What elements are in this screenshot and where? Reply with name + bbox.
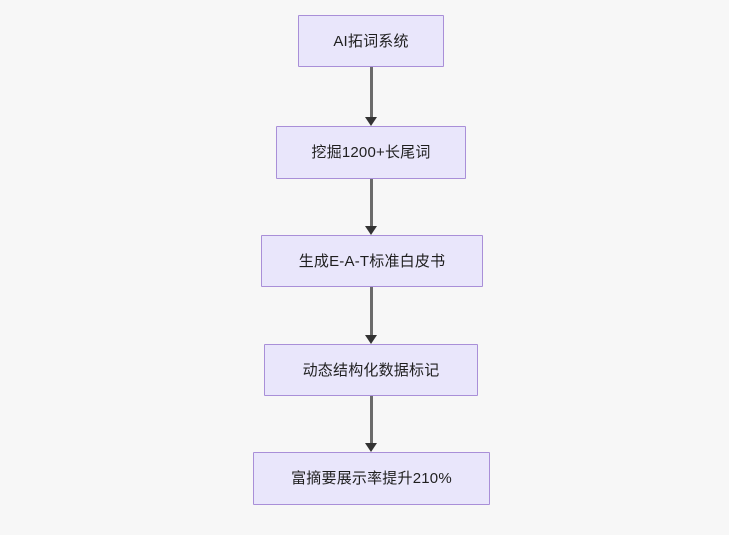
connector-line [369, 287, 373, 335]
connector-line [369, 67, 373, 117]
arrow-down-icon [365, 226, 377, 235]
arrow-down-icon [365, 443, 377, 452]
flowchart-node-label: AI拓词系统 [333, 32, 409, 50]
flowchart-node-label: 富摘要展示率提升210% [291, 470, 452, 487]
arrow-down-icon [365, 117, 377, 126]
flowchart-node-label: 动态结构化数据标记 [302, 361, 440, 379]
flowchart-node-ai-keyword-system[interactable]: AI拓词系统 [298, 15, 444, 67]
flowchart-node-dynamic-structured-data-markup[interactable]: 动态结构化数据标记 [264, 344, 478, 396]
flowchart-node-mine-longtail-keywords[interactable]: 挖掘1200+长尾词 [276, 126, 466, 179]
connector-line [369, 396, 373, 443]
connector-line [369, 179, 373, 226]
flowchart-node-generate-eat-whitepaper[interactable]: 生成E-A-T标准白皮书 [261, 235, 483, 287]
flowchart-node-label: 挖掘1200+长尾词 [311, 144, 431, 161]
flowchart-node-label: 生成E-A-T标准白皮书 [298, 252, 446, 270]
flowchart-node-rich-snippet-impression-uplift[interactable]: 富摘要展示率提升210% [253, 452, 490, 505]
arrow-down-icon [365, 335, 377, 344]
